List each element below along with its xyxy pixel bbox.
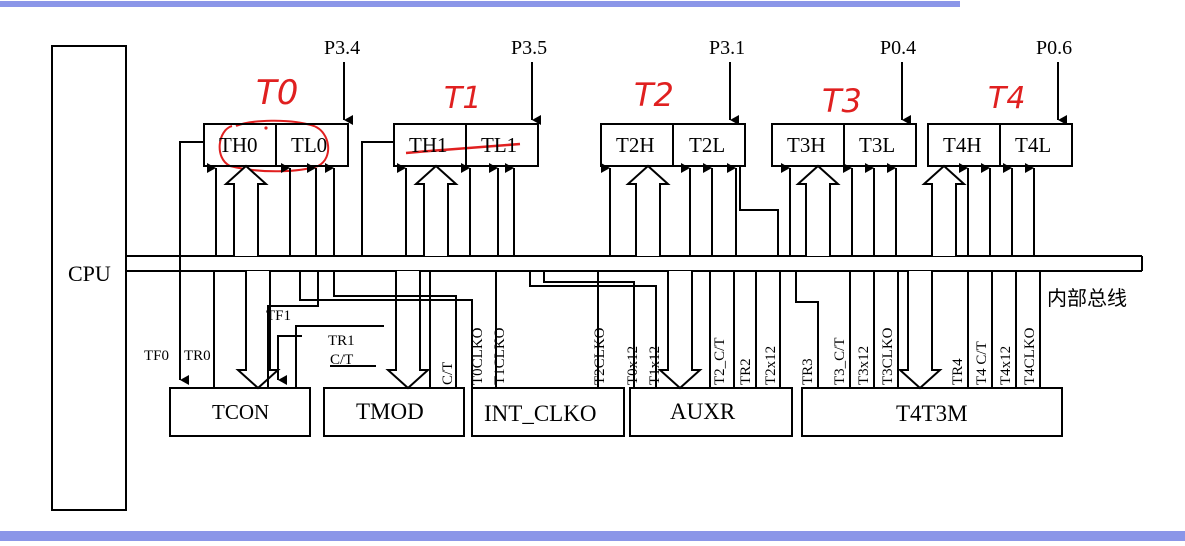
svg-text:P0.6: P0.6 — [1036, 37, 1072, 59]
signal-t4x12: T4x12 — [998, 346, 1014, 385]
t4h-label: T4H — [943, 133, 982, 157]
signal-tf0: TF0 — [144, 348, 169, 364]
t2l-label: T2L — [689, 133, 725, 157]
timer-control-wires — [207, 163, 1035, 256]
signal-t4clko: T4CLKO — [1022, 327, 1038, 385]
svg-text:P3.1: P3.1 — [709, 37, 745, 59]
routed-wires — [179, 141, 1041, 388]
annotation-strike-t1 — [405, 142, 521, 155]
cropped-caption-bottom-glyphs — [0, 531, 1185, 541]
signal-tmod-ct-vertical: C/T — [440, 362, 456, 385]
cpu-label: CPU — [68, 261, 111, 286]
signal-t2clko: T2CLKO — [592, 327, 608, 385]
signal-tf1: TF1 — [266, 308, 291, 324]
svg-text:INT_CLKO: INT_CLKO — [484, 401, 596, 426]
cpu-block — [51, 45, 127, 511]
pin-p3-5: P3.5 — [511, 37, 547, 125]
signal-t0x12: T0x12 — [625, 346, 641, 385]
bus-up-arrows — [223, 164, 967, 256]
signal-tr0: TR0 — [184, 348, 211, 364]
signal-tr2: TR2 — [738, 358, 754, 385]
timer-t1-registers: TH1 TL1 — [393, 123, 539, 167]
signal-t2-ct: T2_C/T — [712, 338, 728, 386]
handwritten-t2: T2 — [634, 76, 674, 114]
t4l-label: T4L — [1015, 133, 1051, 157]
cropped-caption-top-glyphs — [0, 1, 960, 7]
handwritten-t1: T1 — [444, 81, 481, 116]
cropped-caption-bottom — [0, 523, 1185, 541]
signal-t3x12: T3x12 — [856, 346, 872, 385]
register-tmod: TMOD — [323, 387, 465, 437]
signal-t1x12: T1x12 — [647, 346, 663, 385]
signal-t3clko: T3CLKO — [880, 327, 896, 385]
t3l-label: T3L — [859, 133, 895, 157]
svg-text:T4T3M: T4T3M — [896, 401, 968, 426]
timer-t2-registers: T2H T2L — [600, 123, 746, 167]
pin-p3-4: P3.4 — [324, 37, 360, 125]
cropped-caption-top — [0, 0, 1185, 12]
svg-text:P0.4: P0.4 — [880, 37, 916, 59]
handwritten-t3: T3 — [822, 82, 862, 120]
signal-t2x12: T2x12 — [763, 346, 779, 385]
handwritten-t4: T4 — [988, 81, 1025, 116]
t2h-label: T2H — [616, 133, 655, 157]
svg-text:P3.5: P3.5 — [511, 37, 547, 59]
register-auxr: AUXR — [629, 387, 793, 437]
signal-tr4: TR4 — [950, 358, 966, 385]
pin-p0-6: P0.6 — [1036, 37, 1072, 125]
signal-t1clko: T1CLKO — [492, 327, 508, 385]
signal-t0clko: T0CLKO — [470, 327, 486, 385]
register-t4t3m: T4T3M — [801, 387, 1063, 437]
signal-tr3: TR3 — [800, 358, 816, 385]
bus-label: 内部总线 — [1047, 286, 1127, 310]
timer-t0-registers: TH0 TL0 — [203, 123, 349, 167]
svg-text:TCON: TCON — [212, 400, 269, 424]
svg-text:AUXR: AUXR — [670, 399, 736, 424]
vertical-signal-labels: C/T T0CLKO T1CLKO T2CLKO T0x12 T1x12 T2_… — [440, 327, 1038, 385]
handwritten-t0: T0 — [256, 73, 298, 113]
pin-p3-1: P3.1 — [709, 37, 745, 125]
tl0-label: TL0 — [291, 133, 327, 157]
register-int-clko: INT_CLKO — [471, 387, 625, 437]
svg-text:TMOD: TMOD — [356, 399, 424, 424]
pin-p0-4: P0.4 — [880, 37, 916, 125]
th1-label: TH1 — [409, 133, 448, 157]
svg-text:P3.4: P3.4 — [324, 37, 360, 59]
t3h-label: T3H — [787, 133, 826, 157]
signal-t4-ct: T4 C/T — [974, 341, 990, 385]
signal-t3-ct: T3_C/T — [832, 338, 848, 386]
register-tcon: TCON — [169, 387, 311, 437]
timer-t4-registers: T4H T4L — [927, 123, 1073, 167]
timer-t3-registers: T3H T3L — [771, 123, 917, 167]
tl1-label: TL1 — [481, 133, 517, 157]
signal-tr1: TR1 — [328, 333, 355, 349]
signal-tmod-ct: C/T — [330, 352, 353, 368]
th0-label: TH0 — [219, 133, 258, 157]
